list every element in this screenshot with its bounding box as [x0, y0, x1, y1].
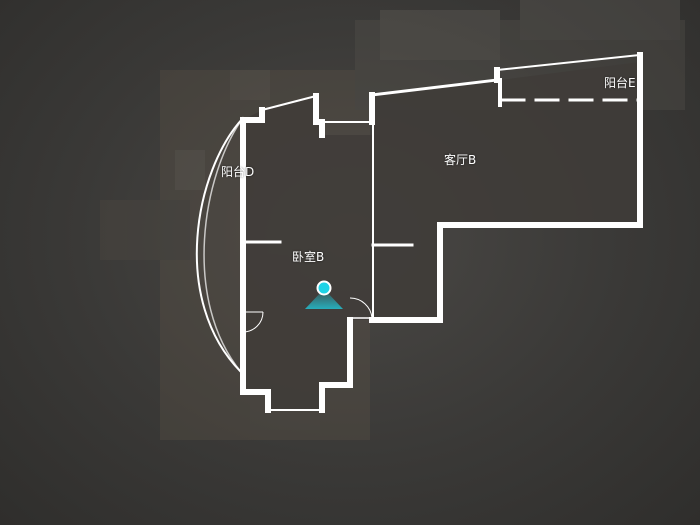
room-label-bedroom-b[interactable]: 卧室B — [292, 250, 325, 264]
walls — [195, 52, 643, 413]
room-floors — [243, 62, 640, 410]
room-label-balcony-d[interactable]: 阳台D — [221, 165, 255, 179]
camera-position-icon[interactable] — [305, 280, 343, 310]
doors — [242, 297, 373, 333]
room-label-balcony-e[interactable]: 阳台E — [604, 76, 636, 90]
room-label-living-room-b[interactable]: 客厅B — [444, 153, 477, 167]
